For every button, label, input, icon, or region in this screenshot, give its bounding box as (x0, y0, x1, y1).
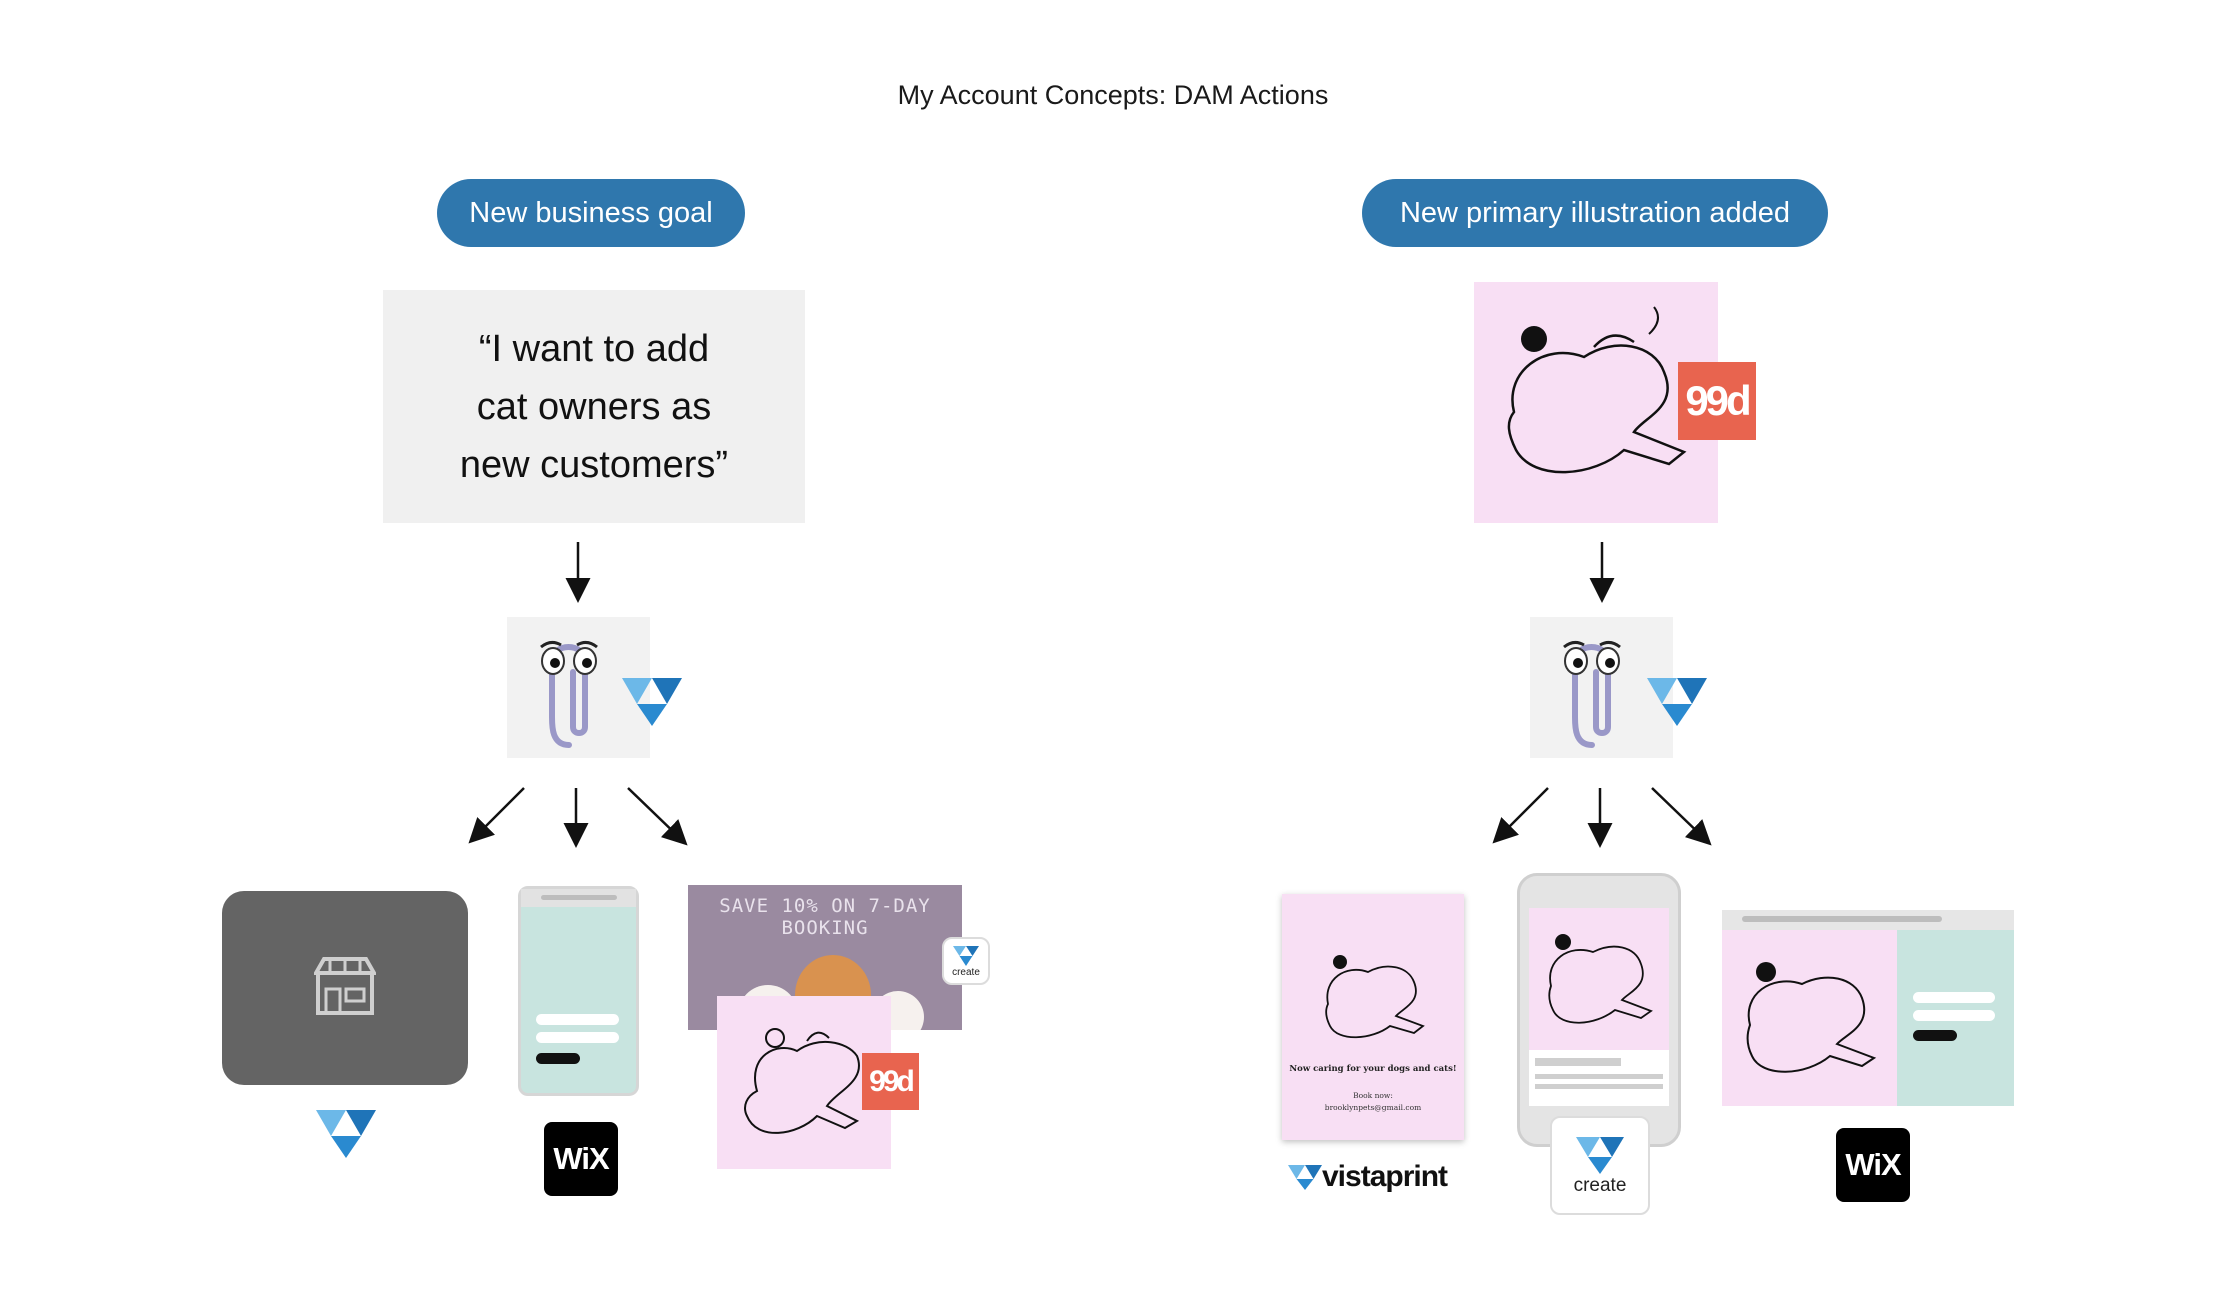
sitting-person-illustration (1507, 306, 1687, 474)
new-business-goal-pill[interactable]: New business goal (437, 179, 745, 247)
vista-logo-icon (622, 678, 682, 726)
wix-logo: WiX (1836, 1128, 1910, 1202)
sitting-person-illustration (1548, 934, 1653, 1024)
post-text-area (1529, 1050, 1669, 1106)
sitting-person-illustration (1325, 955, 1425, 1039)
sitting-person-illustration (744, 1028, 860, 1134)
print-poster[interactable]: Now caring for your dogs and cats! Book … (1282, 894, 1464, 1140)
page-title: My Account Concepts: DAM Actions (897, 80, 1329, 110)
website-text-panel (1897, 930, 2014, 1106)
poster-book-now: Book now: (1353, 1091, 1393, 1100)
vista-logo-icon (1576, 1136, 1624, 1174)
vistacreate-badge: create (942, 937, 990, 985)
text-line (1535, 1084, 1663, 1089)
browser-address-bar (1742, 916, 1942, 922)
goal-quote-text: “I want to add cat owners as new custome… (459, 327, 729, 486)
poster-headline: Now caring for your dogs and cats! (1289, 1064, 1457, 1074)
text-line (1535, 1074, 1663, 1079)
create-label: create (952, 966, 980, 978)
text-line (536, 1014, 619, 1025)
text-line (1913, 992, 1995, 1003)
99designs-badge: 99d (862, 1053, 919, 1110)
99d-badge-text: 99d (869, 1064, 915, 1098)
99d-badge-text: 99d (1685, 377, 1751, 424)
phone-illustration (1529, 908, 1669, 1050)
paperclip-icon (1563, 640, 1621, 748)
99designs-badge: 99d (1678, 362, 1756, 440)
vistacreate-badge: create (1550, 1116, 1650, 1215)
mobile-site-preview[interactable] (518, 886, 639, 1096)
website-preview[interactable] (1722, 910, 2014, 1106)
vistaprint-logo-text: vistaprint (1322, 1160, 1448, 1193)
clippy-assistant[interactable] (507, 617, 650, 758)
text-line (536, 1032, 619, 1043)
cta-button (536, 1053, 580, 1064)
vista-logo-icon (1647, 678, 1707, 726)
vista-logo-icon (953, 945, 979, 966)
create-label: create (1573, 1174, 1627, 1196)
text-line (1913, 1010, 1995, 1021)
sitting-person-illustration (1746, 962, 1877, 1073)
text-line (1535, 1058, 1621, 1066)
goal-quote-card: “I want to add cat owners as new custome… (383, 290, 805, 523)
promo-text: SAVE 10% ON 7-DAY BOOKING (719, 895, 931, 939)
phone-speaker (541, 895, 617, 900)
new-illustration-pill[interactable]: New primary illustration added (1362, 179, 1828, 247)
vista-logo-icon (316, 1110, 376, 1158)
vistaprint-logo: vistaprint (1288, 1160, 1448, 1194)
mobile-post-preview[interactable] (1517, 873, 1681, 1147)
website-illustration (1722, 930, 1897, 1106)
wix-logo: WiX (544, 1122, 618, 1196)
poster-email: brooklynpets@gmail.com (1324, 1103, 1422, 1112)
clippy-assistant[interactable] (1530, 617, 1673, 758)
storefront-card[interactable] (222, 891, 468, 1085)
vista-logo-icon (1288, 1165, 1322, 1190)
cta-button (1913, 1030, 1957, 1041)
primary-illustration[interactable] (1474, 282, 1718, 523)
wix-logo-text: WiX (1845, 1147, 1901, 1182)
wix-logo-text: WiX (553, 1141, 609, 1176)
storefront-icon (314, 957, 376, 1015)
paperclip-icon (540, 640, 598, 748)
